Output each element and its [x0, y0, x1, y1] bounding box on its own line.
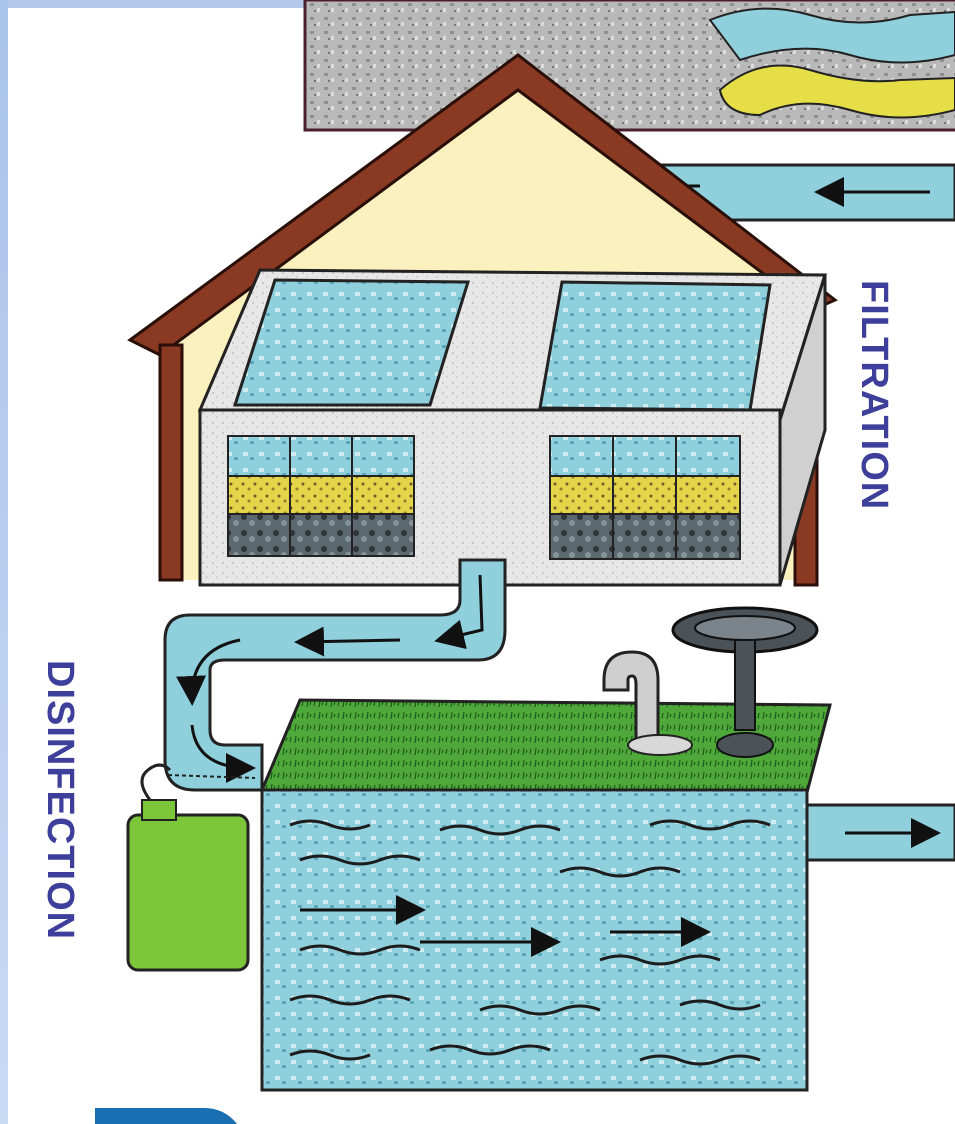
chlorine-tank [128, 765, 255, 970]
outlet-pipe [807, 805, 955, 860]
sediment-block [305, 0, 955, 130]
disinfection-label: DISINFECTION [38, 660, 81, 940]
storage-reservoir [262, 700, 830, 1090]
filtration-label: FILTRATION [852, 280, 895, 510]
filter-tank [200, 270, 825, 585]
